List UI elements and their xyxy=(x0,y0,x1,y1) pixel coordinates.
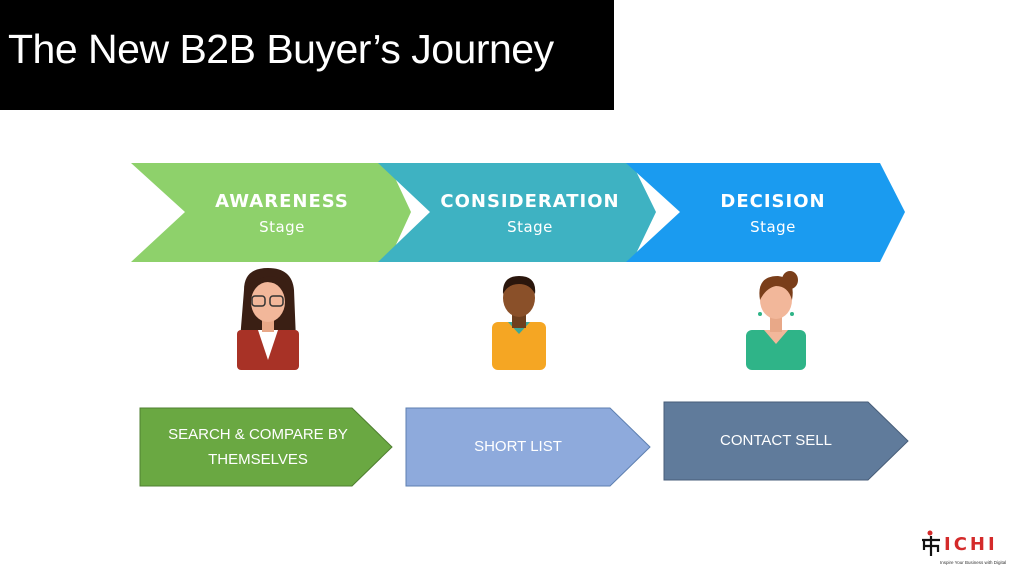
logo-tagline: Inspire Your Business with Digital xyxy=(940,560,1006,565)
chevron-awareness xyxy=(131,163,411,262)
stage-awareness: AWARENESS Stage xyxy=(131,163,411,262)
logo-text: ICHI xyxy=(944,534,998,555)
action-contact-sell: CONTACT SELL xyxy=(663,401,909,481)
action-short-list: SHORT LIST xyxy=(405,407,651,487)
title-bar: The New B2B Buyer’s Journey xyxy=(0,0,614,110)
action-label: CONTACT SELL xyxy=(720,432,832,449)
stage-name: AWARENESS xyxy=(215,191,349,212)
persona-consideration-icon xyxy=(492,276,546,370)
action-label-line2: THEMSELVES xyxy=(208,451,308,468)
ichi-logo: ICHI Inspire Your Business with Digital xyxy=(922,530,1006,565)
stage-name: DECISION xyxy=(720,191,825,212)
action-label-line1: SEARCH & COMPARE BY xyxy=(168,426,348,443)
chevron-consideration xyxy=(378,163,656,262)
stage-sub: Stage xyxy=(507,218,553,236)
stage-consideration: CONSIDERATION Stage xyxy=(378,163,656,262)
slide-title: The New B2B Buyer’s Journey xyxy=(8,26,554,72)
stage-name: CONSIDERATION xyxy=(440,191,619,212)
stage-sub: Stage xyxy=(750,218,796,236)
persona-decision-icon xyxy=(746,271,806,370)
chevron-decision xyxy=(626,163,905,262)
action-search-compare: SEARCH & COMPARE BY THEMSELVES xyxy=(139,407,393,487)
action-label: SHORT LIST xyxy=(474,438,562,455)
persona-awareness-icon xyxy=(237,268,299,370)
stage-decision: DECISION Stage xyxy=(626,163,905,262)
stage-sub: Stage xyxy=(259,218,305,236)
